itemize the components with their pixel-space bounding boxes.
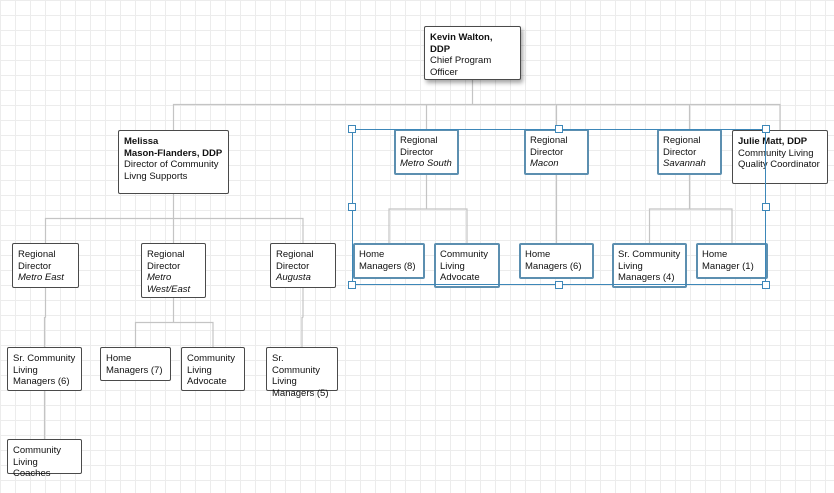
node-text-line: Advocate (440, 272, 480, 283)
node-text-line: Chief Program (430, 55, 492, 66)
node-text-line: Managers (6) (13, 376, 70, 387)
resize-handle-bottom-center[interactable] (555, 281, 563, 289)
resize-handle-bottom-left[interactable] (348, 281, 356, 289)
node-text-line: Director of Community (124, 159, 219, 170)
node-text-line: Regional (663, 135, 701, 146)
node-text-line: Community (13, 445, 62, 456)
node-text-line: Director (276, 260, 310, 272)
node-text-line: Metro East (18, 272, 64, 283)
node-text-line: Living (13, 364, 38, 376)
node-text-line: Managers (6) (525, 260, 582, 272)
node-text-line: Home (359, 249, 385, 260)
connector-rd-savannah (648, 175, 733, 243)
node-text-line: Regional (400, 135, 438, 146)
node-text-line: Living (272, 376, 297, 387)
node-text-line: Quality Coordinator (738, 159, 820, 170)
resize-handle-top-left[interactable] (348, 125, 356, 133)
node-text-line: Metro South (400, 158, 452, 169)
node-text-line: Home (525, 249, 551, 260)
node-text-line: Sr. Community (272, 353, 321, 376)
node-text-line: Managers (4) (618, 272, 675, 283)
connector-kevin (172, 80, 781, 130)
node-text-line: Managers (8) (359, 260, 416, 272)
connector-melissa (44, 194, 304, 243)
node-text-line: Augusta (276, 272, 311, 283)
resize-handle-bottom-right[interactable] (762, 281, 770, 289)
node-text-line: Living (618, 260, 643, 272)
node-text-line: Community Living (738, 147, 814, 159)
node-text-line: Savannah (663, 158, 706, 169)
node-text-line: Living (440, 260, 465, 272)
node-text-line: Livng Supports (124, 170, 188, 182)
node-text-line: Advocate (187, 376, 227, 387)
resize-handle-top-center[interactable] (555, 125, 563, 133)
node-text-line: Home (702, 249, 728, 260)
node-text-line: Director (530, 146, 564, 158)
node-text-line: Regional (147, 249, 185, 260)
resize-handle-middle-right[interactable] (762, 203, 770, 211)
node-text-line: Macon (530, 158, 559, 169)
resize-handle-middle-left[interactable] (348, 203, 356, 211)
node-text-line: Director (18, 260, 52, 272)
connector-rd-metro-east (43, 288, 47, 347)
connector-rd-metro-south (388, 175, 468, 243)
node-text-line: Metro (147, 272, 172, 283)
node-text-line: Julie Matt, DDP (738, 136, 808, 147)
node-text-line: Mason-Flanders, DDP (124, 147, 223, 159)
node-text-line: Community (187, 353, 236, 364)
node-text-line: Director (147, 260, 181, 272)
connector-rd-augusta (301, 288, 304, 347)
node-text-line: Director (400, 146, 434, 158)
node-text-line: Regional (530, 135, 568, 146)
node-text-line: Regional (276, 249, 314, 260)
node-text-line: Director (663, 146, 697, 158)
node-text-line: Kevin Walton, DDP (430, 32, 493, 55)
node-text-line: Sr. Community (618, 249, 681, 260)
node-text-line: West/East (147, 283, 191, 295)
node-text-line: Living Coaches (13, 456, 51, 480)
node-text-line: Community (440, 249, 489, 260)
node-text-line: Living (187, 364, 212, 376)
node-text-line: Manager (1) (702, 260, 754, 272)
node-text-line: Sr. Community (13, 353, 76, 364)
node-text-line: Home (106, 353, 132, 364)
node-text-line: Regional (18, 249, 56, 260)
connector-rd-metro-west-east (134, 298, 214, 347)
resize-handle-top-right[interactable] (762, 125, 770, 133)
node-text-line: Managers (5) (272, 387, 329, 399)
node-text-line: Melissa (124, 136, 159, 147)
node-text-line: Officer (430, 66, 458, 78)
node-text-line: Managers (7) (106, 364, 163, 376)
